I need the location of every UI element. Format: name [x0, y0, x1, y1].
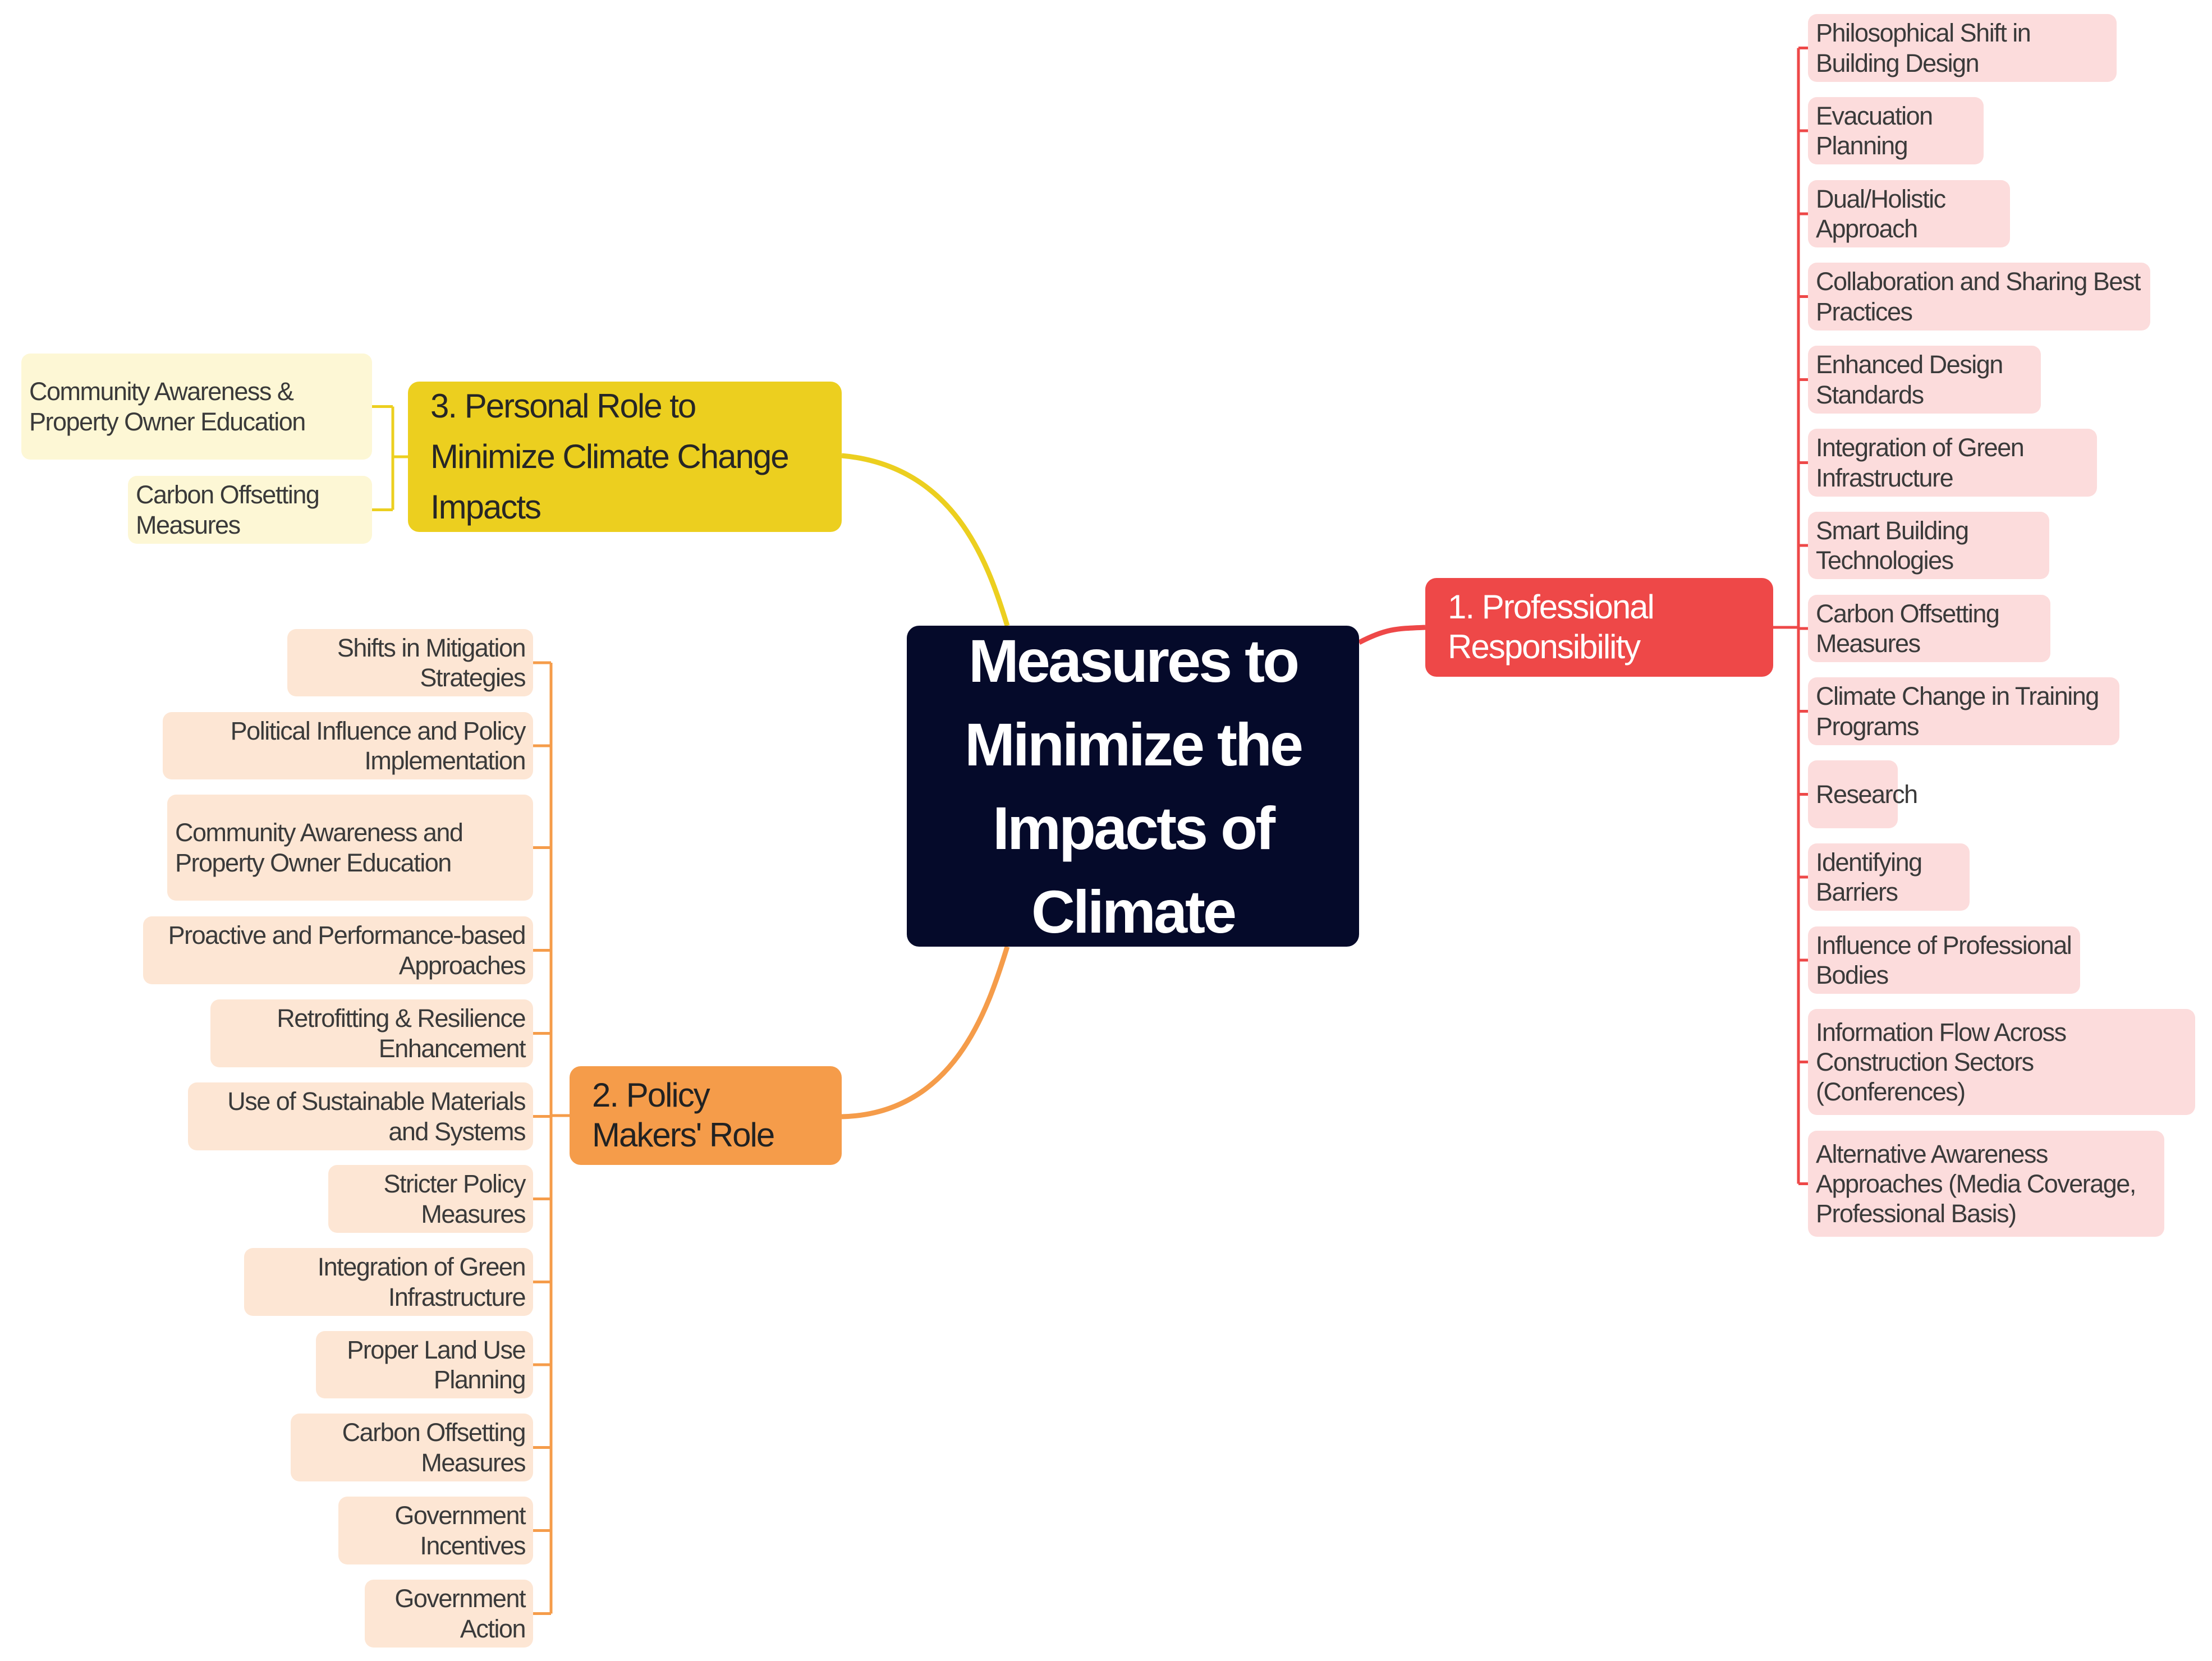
- policy-item-3-label: Community Awareness and Property Owner E…: [175, 818, 463, 877]
- policy-item-3[interactable]: Community Awareness and Property Owner E…: [167, 795, 533, 901]
- professional-item-7[interactable]: Smart Building Technologies: [1808, 512, 2049, 579]
- policy-item-5[interactable]: Retrofitting & Resilience Enhancement: [210, 999, 533, 1067]
- professional-item-6-label: Integration of Green Infrastructure: [1816, 433, 2025, 492]
- professional-item-5-label: Enhanced Design Standards: [1816, 350, 2003, 409]
- branch-personal-label: 3. Personal Role to Minimize Climate Cha…: [430, 387, 790, 526]
- professional-item-2-label: Evacuation Planning: [1816, 101, 1933, 160]
- policy-item-5-label: Retrofitting & Resilience Enhancement: [277, 1004, 526, 1063]
- personal-bracket: [372, 405, 408, 511]
- personal-item-1[interactable]: Community Awareness & Property Owner Edu…: [21, 354, 372, 460]
- policy-item-1[interactable]: Shifts in Mitigation Strategies: [287, 629, 533, 696]
- policy-item-12-label: Government Action: [394, 1584, 526, 1643]
- professional-item-1[interactable]: Philosophical Shift in Building Design: [1808, 14, 2117, 82]
- personal-item-2-label: Carbon Offsetting Measures: [136, 480, 320, 539]
- professional-item-9-label: Climate Change in Training Programs: [1816, 682, 2099, 741]
- professional-item-3-label: Dual/Holistic Approach: [1816, 184, 1946, 243]
- professional-item-11[interactable]: Identifying Barriers: [1808, 843, 1970, 911]
- personal-item-2[interactable]: Carbon Offsetting Measures: [128, 476, 372, 544]
- policy-item-8[interactable]: Integration of Green Infrastructure: [244, 1248, 533, 1316]
- policy-item-9[interactable]: Proper Land Use Planning: [316, 1331, 533, 1398]
- policy-item-11[interactable]: Government Incentives: [338, 1497, 533, 1564]
- professional-item-12[interactable]: Influence of Professional Bodies: [1808, 926, 2080, 994]
- professional-item-6[interactable]: Integration of Green Infrastructure: [1808, 429, 2097, 497]
- professional-item-9[interactable]: Climate Change in Training Programs: [1808, 677, 2119, 745]
- central-topic-label: Measures to Minimize the Impacts of Clim…: [964, 626, 1304, 946]
- policy-item-10[interactable]: Carbon Offsetting Measures: [291, 1414, 533, 1481]
- professional-item-13[interactable]: Information Flow Across Construction Sec…: [1808, 1009, 2195, 1115]
- policy-item-1-label: Shifts in Mitigation Strategies: [337, 633, 526, 692]
- policy-item-10-label: Carbon Offsetting Measures: [342, 1418, 526, 1477]
- professional-item-10[interactable]: Research: [1808, 760, 1918, 828]
- professional-item-13-label: Information Flow Across Construction Sec…: [1816, 1017, 2067, 1107]
- policy-item-4[interactable]: Proactive and Performance-based Approach…: [143, 916, 533, 984]
- personal-item-1-label: Community Awareness & Property Owner Edu…: [29, 377, 306, 436]
- professional-item-11-label: Identifying Barriers: [1816, 847, 1922, 906]
- professional-item-14[interactable]: Alternative Awareness Approaches (Media …: [1808, 1131, 2164, 1237]
- professional-item-3[interactable]: Dual/Holistic Approach: [1808, 180, 2010, 247]
- policy-item-8-label: Integration of Green Infrastructure: [317, 1252, 526, 1311]
- policy-item-2-label: Political Influence and Policy Implement…: [230, 716, 526, 775]
- professional-bracket: [1773, 47, 1808, 1185]
- professional-item-10-label: Research: [1816, 779, 1918, 809]
- branch-policy-label: 2. Policy Makers' Role: [592, 1076, 775, 1154]
- professional-item-8[interactable]: Carbon Offsetting Measures: [1808, 595, 2050, 662]
- professional-item-1-label: Philosophical Shift in Building Design: [1816, 19, 2031, 77]
- professional-item-4-label: Collaboration and Sharing Best Practices: [1816, 267, 2141, 326]
- policy-item-7[interactable]: Stricter Policy Measures: [328, 1165, 533, 1233]
- link-center-personal: [841, 453, 1010, 627]
- branch-professional-label: 1. Professional Responsibility: [1448, 588, 1655, 666]
- link-center-policy: [841, 946, 1010, 1119]
- professional-item-12-label: Influence of Professional Bodies: [1816, 930, 2072, 989]
- policy-item-9-label: Proper Land Use Planning: [347, 1335, 526, 1394]
- branch-policy-makers-role[interactable]: 2. Policy Makers' Role: [570, 1066, 842, 1165]
- policy-bracket: [533, 661, 570, 1615]
- policy-item-2[interactable]: Political Influence and Policy Implement…: [163, 712, 533, 779]
- central-topic[interactable]: Measures to Minimize the Impacts of Clim…: [907, 626, 1359, 947]
- policy-item-6-label: Use of Sustainable Materials and Systems: [227, 1087, 526, 1146]
- professional-item-5[interactable]: Enhanced Design Standards: [1808, 346, 2041, 414]
- professional-item-2[interactable]: Evacuation Planning: [1808, 97, 1984, 164]
- professional-item-14-label: Alternative Awareness Approaches (Media …: [1816, 1139, 2136, 1228]
- policy-item-12[interactable]: Government Action: [365, 1580, 533, 1648]
- policy-item-7-label: Stricter Policy Measures: [383, 1169, 526, 1228]
- branch-personal-role[interactable]: 3. Personal Role to Minimize Climate Cha…: [408, 382, 842, 532]
- professional-item-4[interactable]: Collaboration and Sharing Best Practices: [1808, 263, 2150, 331]
- link-center-professional: [1357, 625, 1426, 645]
- professional-item-7-label: Smart Building Technologies: [1816, 516, 1969, 575]
- policy-item-11-label: Government Incentives: [394, 1501, 526, 1560]
- professional-item-8-label: Carbon Offsetting Measures: [1816, 599, 2000, 658]
- branch-professional-responsibility[interactable]: 1. Professional Responsibility: [1425, 578, 1773, 677]
- policy-item-6[interactable]: Use of Sustainable Materials and Systems: [188, 1082, 533, 1150]
- policy-item-4-label: Proactive and Performance-based Approach…: [168, 921, 526, 980]
